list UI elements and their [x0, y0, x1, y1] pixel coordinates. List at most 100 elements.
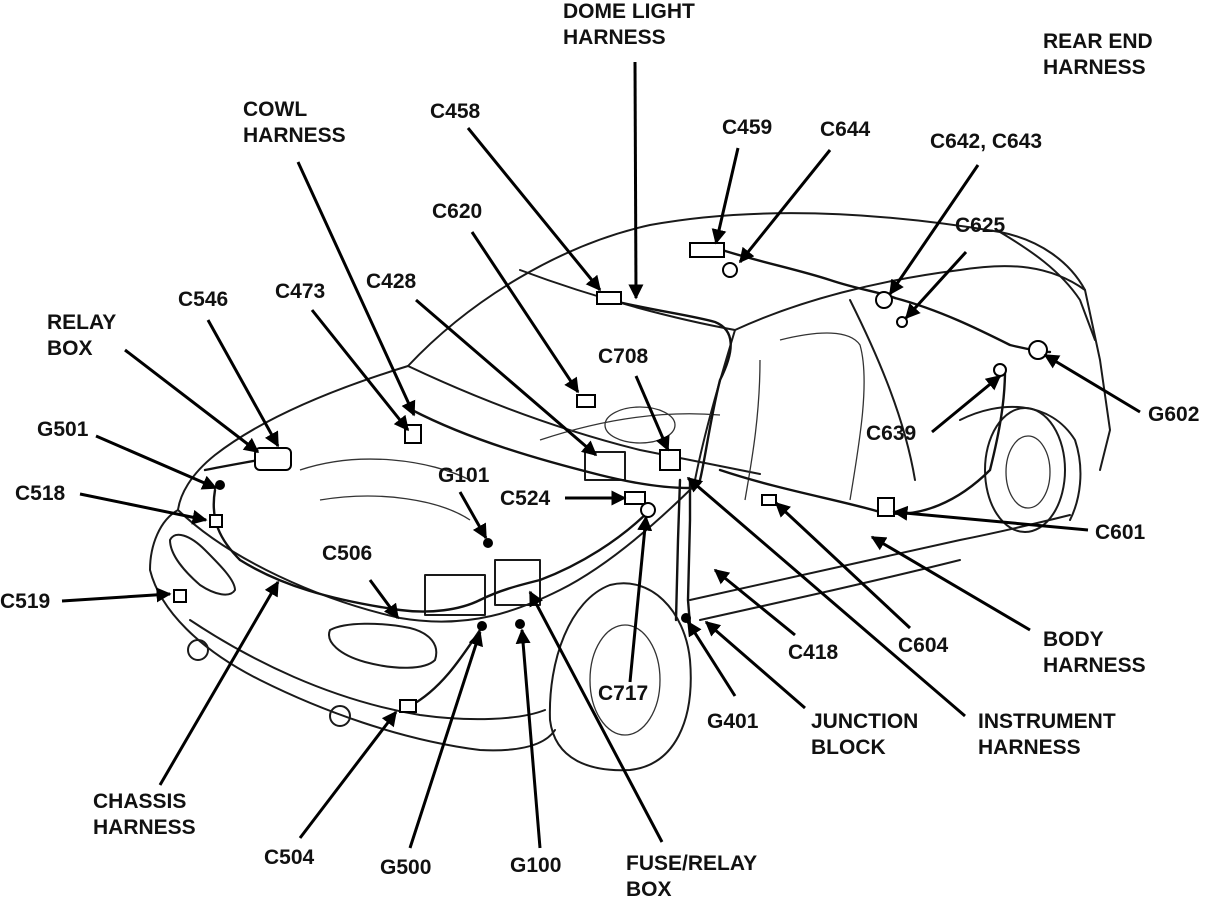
- leader-c644: [738, 149, 832, 264]
- car-front-wheel: [548, 582, 692, 772]
- car-battery: [424, 574, 486, 616]
- car-right-headlight: [328, 622, 438, 669]
- connector-c604-shape: [761, 494, 777, 506]
- label-c620: C620: [432, 200, 482, 223]
- connector-c504-shape: [399, 699, 417, 713]
- chassis-harness-wire: [212, 488, 482, 613]
- label-c601: C601: [1095, 521, 1146, 544]
- leader-g100: [515, 628, 542, 849]
- ground-g101-shape: [483, 538, 493, 548]
- leader-c604: [774, 501, 912, 630]
- leader-lines: [61, 61, 1141, 849]
- label-g101: G101: [438, 464, 490, 487]
- leader-g500: [408, 630, 483, 849]
- connector-c620-shape: [576, 394, 596, 408]
- car-windshield-top: [519, 269, 736, 331]
- car-bumper-line: [189, 619, 546, 721]
- car-front-hub: [589, 624, 661, 736]
- car-door-edge: [744, 359, 761, 501]
- leader-c625: [904, 250, 968, 320]
- label-junction-block-line1: JUNCTION: [811, 710, 918, 733]
- leader-c459: [711, 147, 740, 245]
- leader-c458: [466, 127, 602, 292]
- label-c518: C518: [15, 482, 66, 505]
- car-roof-rail: [734, 265, 1086, 331]
- connector-c524-shape: [624, 491, 646, 505]
- connector-c518-shape: [209, 514, 223, 528]
- leader-junction-block: [704, 620, 806, 710]
- leader-fuse-relay-box: [528, 590, 664, 843]
- leader-c506: [368, 579, 400, 620]
- car-illustration: [149, 212, 1111, 772]
- label-g500: G500: [380, 856, 431, 879]
- leader-c620: [470, 231, 580, 394]
- car-rear-hub: [1005, 435, 1051, 509]
- leader-g101: [458, 491, 488, 540]
- leader-g501: [95, 434, 218, 490]
- leader-g602: [1043, 353, 1141, 414]
- label-fuse-relay-box-line1: FUSE/RELAY: [626, 852, 757, 875]
- ground-g500-shape: [477, 621, 487, 631]
- label-chassis-harness-line1: CHASSIS: [93, 790, 186, 813]
- dome-light-harness-wire: [608, 298, 732, 482]
- car-roof-outline: [407, 212, 1111, 471]
- connectors: [173, 242, 1048, 713]
- label-c708: C708: [598, 345, 649, 368]
- label-instrument-harness-line1: INSTRUMENT: [978, 710, 1116, 733]
- label-g501: G501: [37, 418, 89, 441]
- leader-c642-c643: [888, 164, 980, 296]
- label-dome-light-harness-line1: DOME LIGHT: [563, 0, 695, 23]
- label-c458: C458: [430, 100, 481, 123]
- label-c604: C604: [898, 634, 949, 657]
- car-windshield-base: [407, 365, 761, 475]
- instrument-harness-wire-2: [674, 478, 682, 622]
- car-hood-crease: [299, 458, 471, 481]
- connector-c458-shape: [596, 291, 622, 305]
- body-harness-wire: [718, 368, 1007, 515]
- car-seat-back: [779, 332, 865, 501]
- leader-instrument-harness: [686, 476, 966, 718]
- label-body-harness-line2: HARNESS: [1043, 654, 1146, 677]
- label-rear-end-harness-line1: REAR END: [1043, 30, 1153, 53]
- car-dashboard: [539, 413, 721, 441]
- label-c418: C418: [788, 641, 839, 664]
- label-c504: C504: [264, 846, 315, 869]
- ground-g100-shape: [515, 619, 525, 629]
- label-instrument-harness-line2: HARNESS: [978, 736, 1081, 759]
- label-cowl-harness-line2: HARNESS: [243, 124, 346, 147]
- car-rear-wheel-arch: [959, 405, 1082, 521]
- car-rocker: [689, 514, 1071, 601]
- leader-g401: [686, 620, 737, 697]
- leader-dome-light-harness: [628, 61, 644, 300]
- car-steering-column-shape: [584, 451, 626, 481]
- relay-box-shape: [254, 447, 292, 471]
- label-c717: C717: [598, 682, 648, 705]
- car-b-pillar: [849, 299, 916, 481]
- connector-c708-shape: [659, 449, 681, 471]
- car-steering-wheel: [604, 406, 676, 444]
- car-hood: [177, 365, 701, 623]
- car-hood-crease-2: [319, 495, 471, 521]
- label-c625: C625: [955, 214, 1006, 237]
- label-g401: G401: [707, 710, 759, 733]
- connector-c519-shape: [173, 589, 187, 603]
- car-fuse-relay-box-shape: [494, 559, 541, 606]
- leader-chassis-harness: [158, 580, 280, 786]
- label-c642-c643: C642, C643: [930, 130, 1042, 153]
- car-right-fog-light: [329, 705, 351, 727]
- connector-g602-shape: [1028, 340, 1048, 360]
- label-cowl-harness-line1: COWL: [243, 98, 307, 121]
- car-front-fascia: [149, 509, 556, 752]
- leader-c519: [61, 587, 172, 603]
- leader-c504: [298, 710, 398, 839]
- label-c546: C546: [178, 288, 228, 311]
- label-c506: C506: [322, 542, 372, 565]
- label-chassis-harness-line2: HARNESS: [93, 816, 196, 839]
- label-c639: C639: [866, 422, 916, 445]
- label-c524: C524: [500, 487, 551, 510]
- label-g602: G602: [1148, 403, 1199, 426]
- label-dome-light-harness-line2: HARNESS: [563, 26, 666, 49]
- leader-c639: [931, 374, 1002, 434]
